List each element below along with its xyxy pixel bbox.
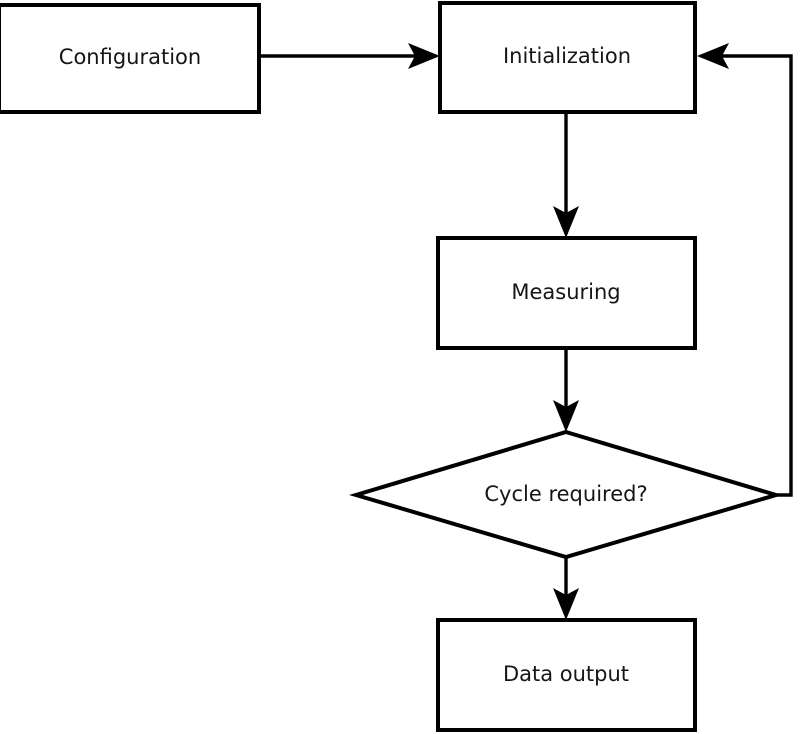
node-shape-diamond — [348, 429, 784, 560]
edge-configuration-to-initialization — [259, 43, 440, 69]
arrow-head-icon — [408, 43, 440, 69]
node-shape-rectangle — [436, 236, 697, 350]
node-shape-rectangle — [436, 618, 697, 732]
node-label: Measuring — [511, 280, 620, 304]
node-label: Cycle required? — [484, 482, 647, 506]
node-shape-rectangle — [0, 3, 261, 114]
node-label: Data output — [503, 662, 629, 686]
edge-initialization-to-measuring — [553, 112, 579, 238]
edge-layer — [259, 43, 793, 620]
edge-line — [713, 54, 793, 497]
node-layer: Configuration Initialization Measuring C… — [0, 1, 784, 732]
node-measuring[interactable]: Measuring — [436, 236, 697, 350]
node-shape-rectangle — [438, 1, 697, 114]
node-label: Initialization — [503, 44, 631, 68]
edge-measuring-to-cycle-required — [553, 348, 579, 432]
node-data-output[interactable]: Data output — [436, 618, 697, 732]
arrow-head-icon — [553, 206, 579, 238]
arrow-head-icon — [697, 43, 729, 69]
node-configuration[interactable]: Configuration — [0, 3, 261, 114]
node-label: Configuration — [59, 45, 201, 69]
node-initialization[interactable]: Initialization — [438, 1, 697, 114]
arrow-head-icon — [553, 400, 579, 432]
node-cycle-required[interactable]: Cycle required? — [348, 429, 784, 560]
edge-cycle-required-to-initialization — [697, 43, 793, 497]
edge-cycle-required-to-data-output — [553, 557, 579, 620]
arrow-head-icon — [553, 588, 579, 620]
